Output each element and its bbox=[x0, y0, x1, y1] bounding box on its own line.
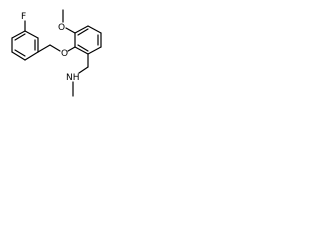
amine-label: NH bbox=[66, 73, 80, 83]
bond bbox=[24, 30, 39, 39]
bond-oxygen-to-ring bbox=[67, 46, 76, 52]
fluorine-label: F bbox=[21, 12, 26, 22]
ether-oxygen-label: O bbox=[61, 49, 68, 59]
bond bbox=[24, 51, 39, 61]
bond bbox=[87, 46, 102, 55]
double-bond bbox=[77, 28, 89, 36]
bond-ring-to-methoxy-oxygen bbox=[65, 27, 76, 34]
bond bbox=[87, 25, 102, 34]
fluorophenyl-ring bbox=[11, 30, 39, 61]
bond bbox=[11, 30, 26, 39]
bond bbox=[11, 51, 26, 61]
chemical-structure-diagram: F O O NH bbox=[11, 9, 102, 97]
bond bbox=[74, 25, 89, 34]
bond-ch2-to-nh bbox=[78, 66, 89, 74]
trisubstituted-benzene-ring bbox=[74, 25, 102, 55]
structure-canvas: F O O NH bbox=[0, 0, 116, 104]
methoxy-oxygen-label: O bbox=[58, 23, 65, 33]
double-bond bbox=[14, 33, 26, 41]
bond-ch2-to-oxygen bbox=[49, 44, 61, 52]
double-bond bbox=[77, 44, 89, 52]
bond-ring-to-ch2 bbox=[37, 44, 51, 53]
double-bond bbox=[14, 49, 26, 57]
bond bbox=[74, 46, 89, 55]
